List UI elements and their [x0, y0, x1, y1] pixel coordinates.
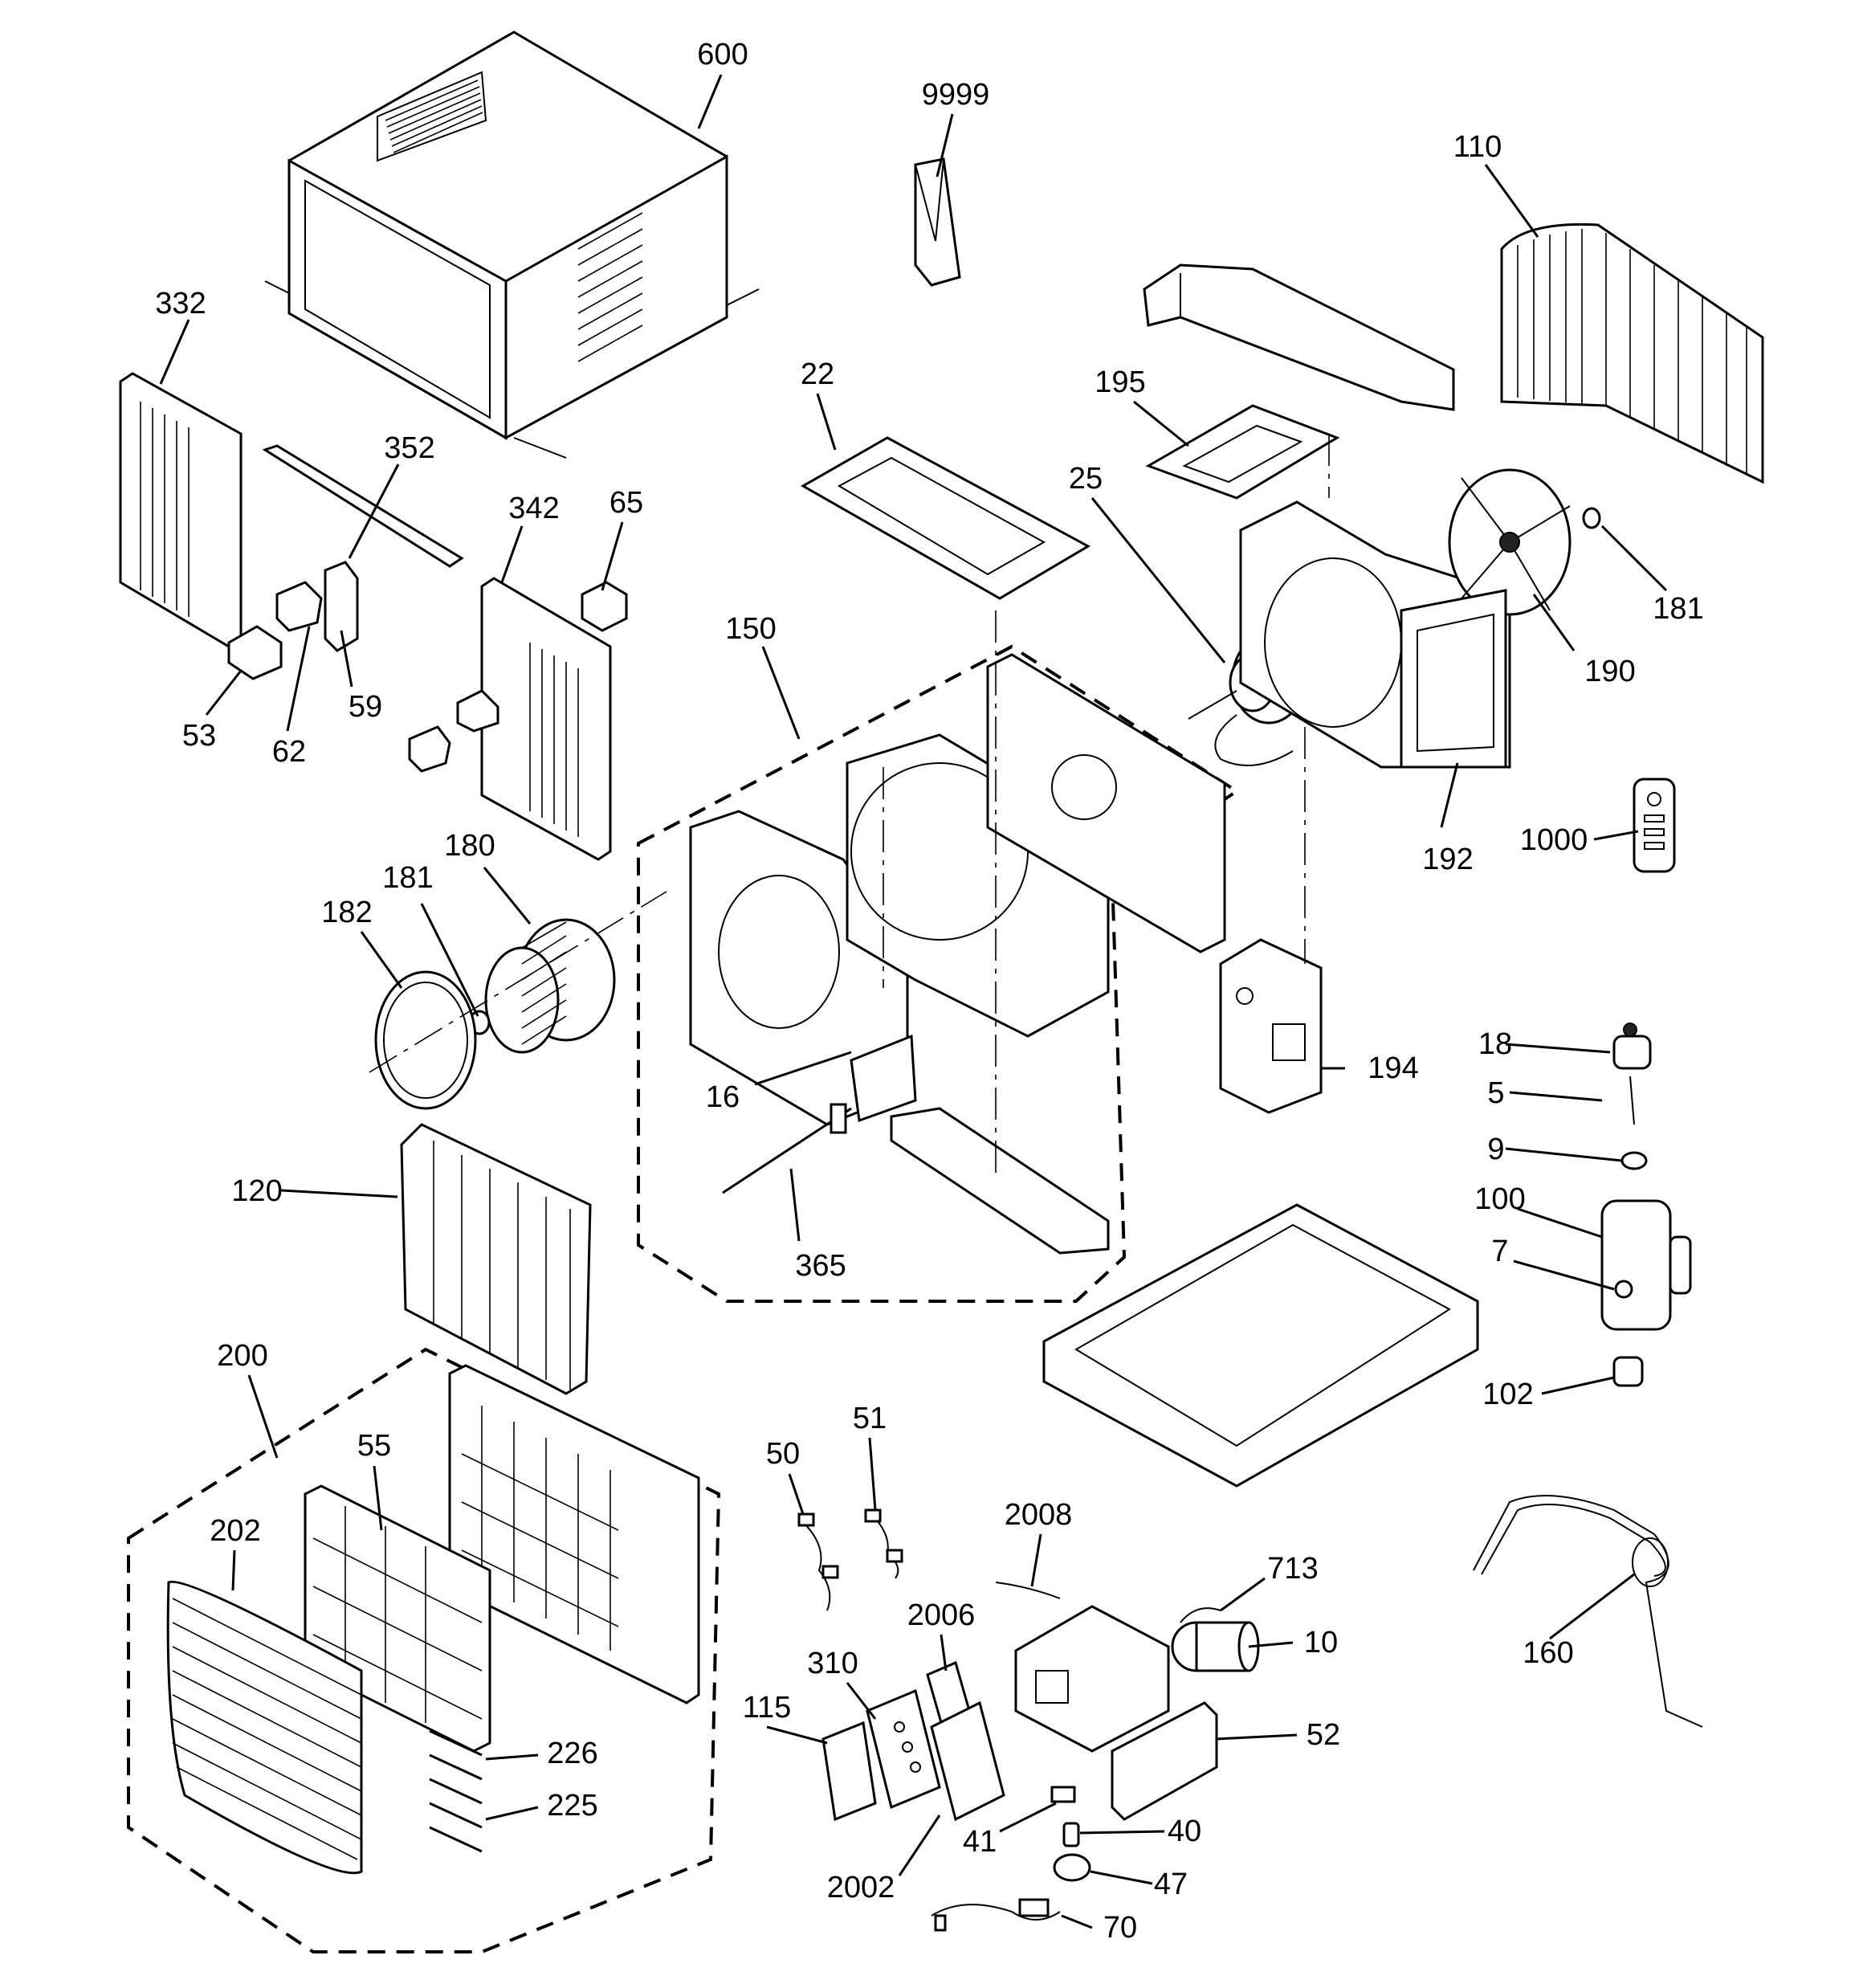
part-51-harness: [864, 1508, 903, 1579]
part-150-housing: [689, 653, 1226, 1255]
part-200-front-frame: [448, 1364, 700, 1704]
part-compressor-assembly: [1600, 1023, 1692, 1387]
callout-55: 55: [357, 1429, 391, 1463]
callout-352: 352: [384, 431, 434, 465]
part-181-clip-top: [1582, 507, 1601, 529]
part-713-10-capacitor: [1171, 1607, 1260, 1672]
callout-200: 200: [217, 1339, 267, 1373]
part-2002-board: [930, 1700, 1005, 1822]
part-70-wiring: [931, 1898, 1061, 1932]
part-194-box: [1219, 938, 1323, 1114]
part-365-rod: [722, 1103, 852, 1194]
callout-2002: 2002: [827, 1871, 895, 1904]
callout-600: 600: [697, 38, 748, 71]
part-condenser-coil: [1500, 222, 1764, 484]
callout-40: 40: [1168, 1815, 1201, 1848]
part-65-bracket: [581, 581, 628, 632]
callout-47: 47: [1154, 1868, 1188, 1901]
part-top-duct: [1143, 263, 1455, 411]
callout-62: 62: [272, 735, 306, 769]
part-226-225-louvres: [429, 1729, 483, 1853]
callout-41: 41: [963, 1825, 997, 1859]
part-202-grille: [166, 1580, 363, 1875]
callout-181-top: 181: [1653, 592, 1703, 626]
callout-59: 59: [349, 690, 382, 724]
callout-332: 332: [155, 287, 206, 320]
callout-180: 180: [444, 829, 495, 863]
part-195-plate: [1145, 404, 1340, 500]
callout-70: 70: [1103, 1911, 1137, 1945]
callout-50: 50: [766, 1437, 800, 1471]
callout-9999: 9999: [922, 78, 990, 112]
callout-310: 310: [807, 1647, 858, 1680]
callout-182: 182: [321, 896, 372, 929]
callout-7: 7: [1491, 1235, 1508, 1268]
callout-18: 18: [1478, 1027, 1512, 1061]
part-115-display: [821, 1721, 877, 1822]
part-control-box: [1014, 1605, 1170, 1753]
callout-2008: 2008: [1005, 1498, 1073, 1532]
part-cabinet: [264, 31, 760, 459]
part-base-pan: [1042, 1203, 1479, 1488]
callout-202: 202: [210, 1514, 260, 1548]
callout-181-bottom: 181: [382, 861, 433, 895]
part-16: [850, 1034, 917, 1123]
part-52-cover: [1111, 1701, 1218, 1821]
part-22-plate: [800, 436, 1091, 600]
callout-1000: 1000: [1520, 823, 1588, 857]
part-180-blower-wheel: [484, 918, 616, 1054]
callout-194: 194: [1368, 1051, 1418, 1085]
callout-10: 10: [1304, 1626, 1338, 1659]
callout-9: 9: [1487, 1133, 1504, 1166]
part-120-evaporator-coil: [400, 1123, 592, 1395]
part-182-ring: [374, 970, 477, 1110]
callout-190: 190: [1584, 655, 1635, 688]
callout-160: 160: [1523, 1636, 1573, 1670]
part-brackets-53-62-59: [227, 561, 499, 773]
part-342-side-panel: [480, 577, 612, 861]
part-1000-remote: [1633, 778, 1676, 873]
callout-52: 52: [1307, 1718, 1340, 1752]
leader-lines: [159, 74, 1668, 1929]
part-47-motor: [1053, 1853, 1091, 1882]
callout-150: 150: [725, 612, 776, 646]
callout-115: 115: [743, 1691, 792, 1725]
callout-22: 22: [801, 357, 834, 391]
callout-120: 120: [231, 1174, 282, 1208]
callout-16: 16: [706, 1080, 740, 1114]
callout-342: 342: [508, 492, 559, 525]
callout-2006: 2006: [907, 1598, 976, 1632]
callout-110: 110: [1453, 130, 1502, 164]
part-160-tubing: [1473, 1495, 1703, 1728]
callout-365: 365: [795, 1249, 846, 1283]
part-190-fan-blade: [1448, 468, 1572, 616]
callout-53: 53: [182, 719, 216, 753]
callout-5: 5: [1487, 1076, 1504, 1110]
part-literature-envelope: [914, 157, 961, 287]
part-41-connector: [1050, 1786, 1076, 1803]
callout-labels: 600 9999 110 332 22 195 352 342 65 25 18…: [155, 38, 1703, 1945]
callout-225: 225: [547, 1789, 597, 1823]
callout-195: 195: [1095, 365, 1145, 399]
part-40-part: [1062, 1822, 1080, 1847]
centerlines: [369, 434, 1330, 1173]
part-310-board: [866, 1688, 941, 1810]
callout-226: 226: [547, 1737, 597, 1770]
part-2008-wire: [995, 1582, 1061, 1599]
callout-102: 102: [1482, 1378, 1533, 1411]
part-192-partition: [1400, 589, 1507, 769]
group-150-outline: [637, 644, 1240, 1303]
part-50-harness: [797, 1512, 839, 1611]
callout-192: 192: [1422, 843, 1473, 876]
callout-100: 100: [1474, 1182, 1525, 1216]
callout-25: 25: [1069, 462, 1103, 496]
part-352-rail: [262, 444, 464, 568]
callout-713: 713: [1267, 1552, 1318, 1586]
part-332-side-panel: [119, 372, 243, 648]
callout-51: 51: [853, 1402, 887, 1435]
callout-65: 65: [609, 486, 643, 520]
